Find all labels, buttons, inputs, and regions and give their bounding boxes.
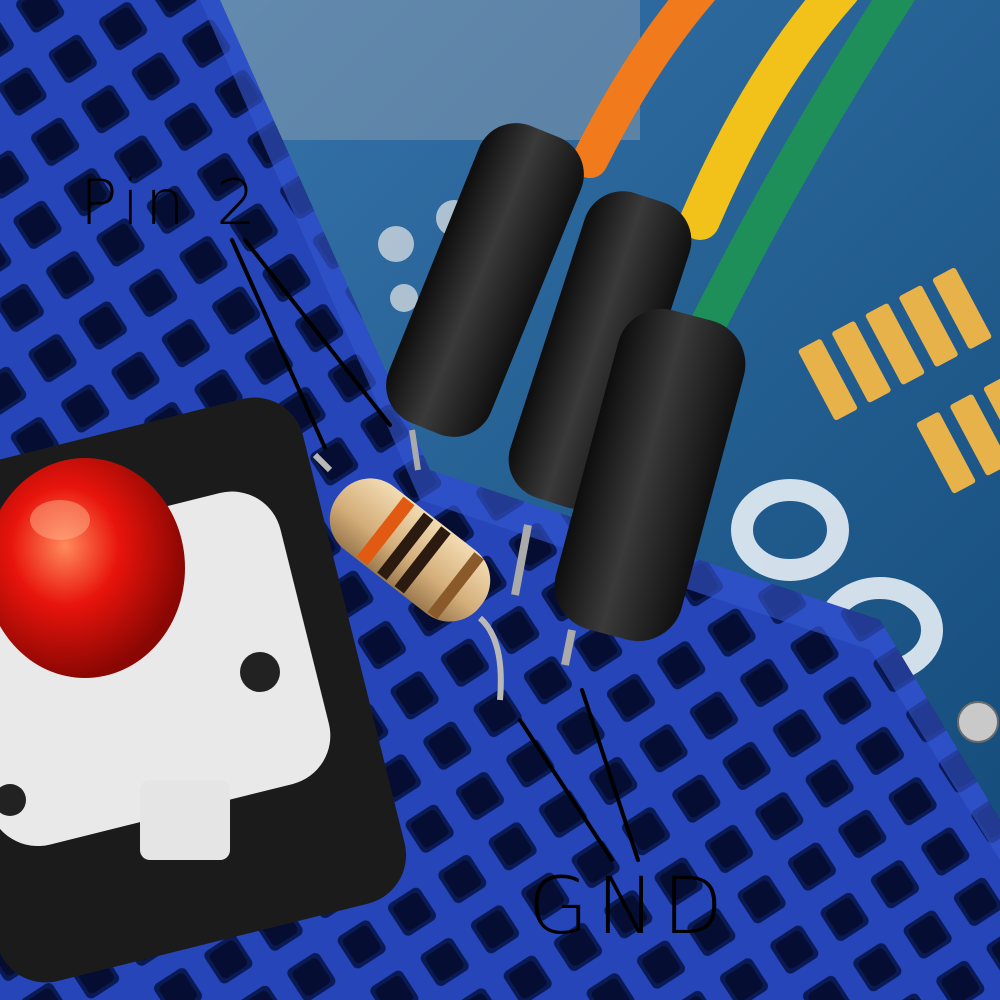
jumper-wire-yellow — [508, 0, 858, 596]
pin2-pointer-lines — [230, 238, 392, 450]
jumper-wire-orange — [386, 0, 715, 471]
jumper-wire-green — [554, 0, 915, 666]
gnd-pointer-lines — [518, 688, 640, 862]
pin-2-label: Pin 2 — [80, 166, 262, 239]
resistor — [312, 452, 504, 701]
gnd-label: GND — [528, 862, 731, 952]
red-led — [0, 458, 185, 678]
